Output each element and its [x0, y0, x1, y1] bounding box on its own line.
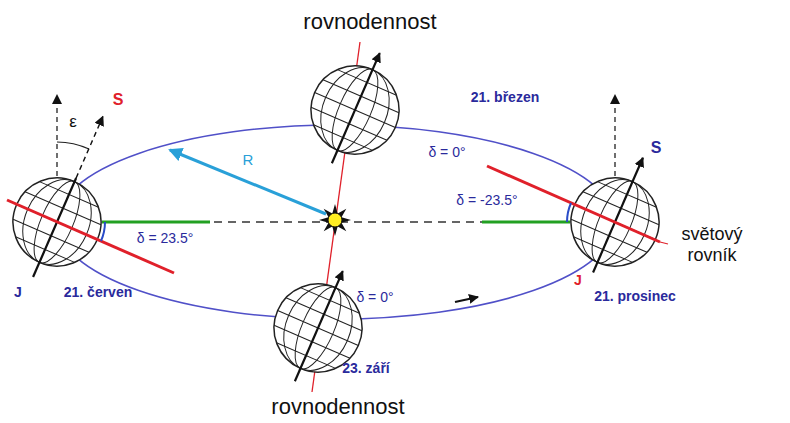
declination-label: δ = 0°: [428, 144, 465, 160]
declination-arc: [567, 203, 571, 222]
declination-arc: [101, 222, 105, 241]
date-label: 21. prosinec: [594, 288, 676, 304]
vector-label: R: [243, 151, 254, 168]
date-label: 21. červen: [64, 284, 133, 300]
vertical-reference-arrow: [56, 95, 57, 176]
earth-globe: [553, 140, 684, 290]
equinox-title: rovnodennost: [303, 9, 436, 34]
equator-label: světový rovník: [670, 224, 754, 265]
declination-line: [482, 221, 570, 224]
declination-label: δ = 23.5°: [137, 230, 194, 246]
radius-vector: [170, 150, 326, 214]
leader-line: [660, 242, 668, 244]
pole-label: S: [651, 139, 662, 157]
sun-rays: [319, 204, 351, 236]
equinox-title: rovnodennost: [271, 395, 404, 420]
pole-label: J: [574, 272, 582, 288]
vertical-reference-arrow: [614, 95, 615, 176]
earth-axis: [332, 53, 380, 163]
pole-label: S: [113, 91, 124, 109]
earth-axis: [76, 117, 103, 178]
earth-globe: [0, 99, 143, 295]
earth-globe: [292, 36, 421, 181]
date-label: 23. září: [342, 360, 389, 376]
declination-line: [102, 221, 210, 224]
tilt-angle-arc: [57, 142, 89, 149]
declination-label: δ = 0°: [356, 289, 393, 305]
declination-label: δ = -23.5°: [456, 192, 517, 208]
date-label: 21. březen: [471, 89, 539, 105]
pole-label: J: [14, 284, 22, 300]
earth-axis: [295, 271, 343, 381]
motion-direction-arrow: [455, 297, 478, 302]
sun: [328, 213, 342, 227]
tilt-angle-symbol: ε: [69, 112, 77, 132]
earth-globe: [255, 254, 384, 399]
